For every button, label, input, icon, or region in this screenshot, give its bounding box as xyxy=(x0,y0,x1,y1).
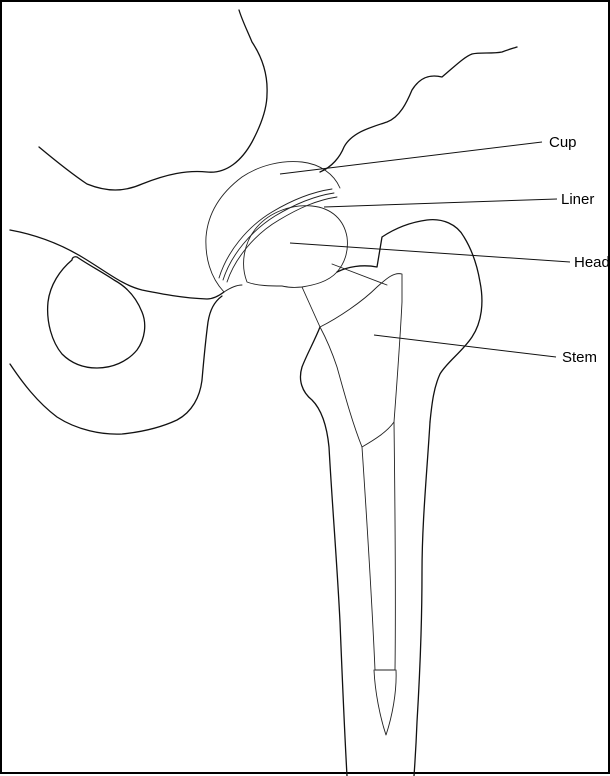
obturator-foramen xyxy=(48,257,145,368)
label-stem: Stem xyxy=(562,349,597,366)
stem-leader-line xyxy=(374,335,556,357)
femoral-head xyxy=(244,206,348,288)
stem-tip xyxy=(374,670,396,735)
femur-medial-shaft xyxy=(300,327,347,776)
pelvis-left-outline xyxy=(10,230,224,299)
label-head: Head xyxy=(574,254,610,271)
liner-leader-line xyxy=(324,199,557,207)
femur-lateral-shaft xyxy=(414,422,430,776)
cup-rim xyxy=(224,285,242,292)
head-leader-line xyxy=(290,243,570,262)
pelvis-upper-outline xyxy=(39,10,267,190)
stem-neck xyxy=(302,264,387,327)
femoral-stem xyxy=(320,274,402,447)
ilium-right-outline xyxy=(320,47,517,172)
femur-greater-trochanter xyxy=(337,220,482,422)
label-liner: Liner xyxy=(561,191,594,208)
stem-distal-shaft xyxy=(362,422,395,670)
cup-leader-line xyxy=(280,142,542,174)
liner-band-mid xyxy=(223,193,334,280)
label-cup: Cup xyxy=(549,134,577,151)
